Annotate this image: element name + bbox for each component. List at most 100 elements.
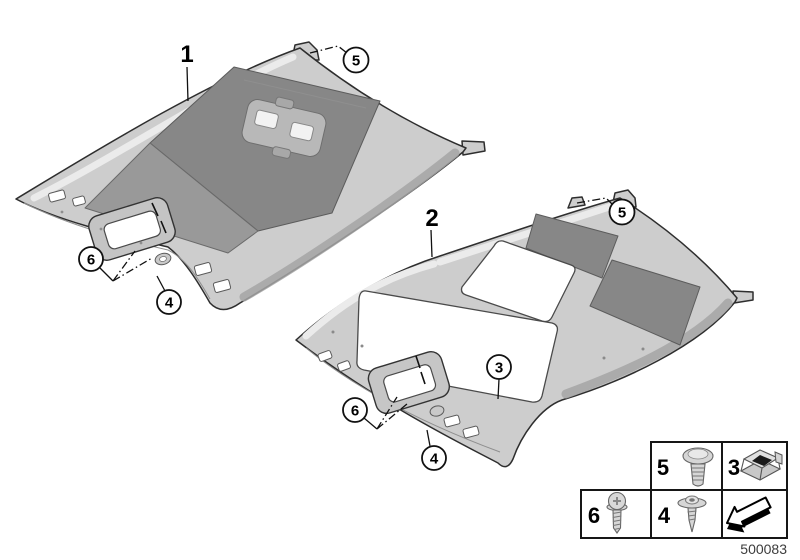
callout3-leader [497,378,500,400]
headlining-panel-2[interactable] [295,189,754,468]
handle-recess [212,279,232,293]
callout4b-circle[interactable] [421,445,447,471]
legend-cell-3-number: 3 [728,455,740,480]
clip-tab [774,451,783,465]
part2-label[interactable]: 2 [425,205,438,232]
callout-3-panel2[interactable]: 3 [486,354,512,400]
callout6a-circle[interactable] [78,246,104,272]
legend-cell-6-number: 6 [588,503,600,528]
handle-frame-opening [383,364,437,403]
callout4a-number: 4 [165,295,174,312]
callout6a-leader-solid [98,266,114,282]
rivet-ribs [691,467,705,481]
expanding-rivet-washer-icon [677,495,707,533]
module-tab-bottom [271,146,292,159]
panel1-roof-module [241,96,327,159]
callout5b-leader [576,197,613,205]
handle-recess [443,414,461,428]
visor-mount [337,360,351,372]
panel1-sunroof-glass [149,66,381,232]
panel1-grab-handle-frame [88,197,176,261]
lamp-recess-center [159,256,167,262]
module-window-right [289,121,314,142]
callout-part-1[interactable]: 1 [180,41,194,102]
panel2-clip-tab [567,196,586,209]
panel1-front-band-line [23,202,211,300]
callout6b-leader-dash [376,396,408,430]
callout5b-circle[interactable] [608,198,636,226]
screw-phillips-slot [613,497,621,505]
callout6b-circle[interactable] [342,397,368,423]
visor-mount [317,350,333,362]
callout-6-panel2[interactable]: 6 [342,396,408,430]
panel2-grab-handle-frame [367,350,451,415]
visor-mount [72,195,86,207]
callout5b-number: 5 [618,205,626,222]
rivet-center-hole [689,498,695,502]
legend-cell-3[interactable]: 3 [721,441,788,491]
panel1-edge-highlight [30,53,297,202]
part2-leader-line [430,229,433,258]
panel2-rear-dark-panel-right [589,259,701,346]
tapping-screw-icon [606,491,628,534]
rivet-hole-mark [60,210,64,214]
callout-6-panel1[interactable]: 6 [78,246,153,282]
callout4a-circle[interactable] [156,289,182,315]
callout4a-leader [156,275,166,292]
rivet-head-top [687,448,709,460]
handle-frame-opening [103,210,162,250]
callout-4-panel2[interactable]: 4 [421,429,447,471]
callout-5-panel2[interactable]: 5 [576,197,636,226]
visor-mount [48,189,66,203]
legend-cell-6[interactable]: 6 [580,489,652,539]
legend-cell-5-box[interactable] [650,441,723,491]
panel2-rear-dark-panel-top [525,213,619,279]
rivet-hole-mark [641,347,645,351]
module-tab-top [274,96,295,110]
rivet-ribs [687,510,697,521]
panel1-edge-shade [239,148,460,302]
headlining-panel-1[interactable] [15,41,486,311]
fastener-legend-table: 5 3 6 [580,441,788,539]
part1-label[interactable]: 1 [180,41,193,68]
clip-slot [752,455,772,466]
panel1-front-band-details [48,189,232,293]
panel2-front-band-details [317,330,645,439]
expanding-rivet-icon [682,447,714,487]
callout6b-number: 6 [351,403,359,420]
callout6a-number: 6 [87,252,95,269]
rivet-hole-mark [360,344,364,348]
panel2-fastener-ticks [415,355,426,385]
callout6b-leader-solid [363,417,378,430]
screw-threads [612,511,622,530]
callout-5-panel1[interactable]: 5 [309,45,370,74]
rivet-hole-mark [331,330,335,334]
callout3-number: 3 [495,360,503,377]
arrow-top-face [726,496,772,528]
panel1-glass-seamline [243,79,367,109]
module-window-left [254,109,279,130]
callout6a-leader-dash [112,250,153,282]
legend-cell-5[interactable]: 5 [650,441,723,491]
callout4b-leader [426,429,431,447]
callout3-circle[interactable] [486,354,512,380]
callout5a-circle[interactable] [342,46,370,74]
rivet-hole-mark [99,227,103,231]
handle-recess [462,425,480,439]
handle-recess [193,262,213,276]
legend-cell-5-number: 5 [657,455,669,480]
legend-cell-arrow[interactable] [721,489,788,539]
panel1-front-shade [84,142,259,254]
callout-4-panel1[interactable]: 4 [156,275,182,315]
panel2-edge-shade [561,298,733,399]
lamp-recess [429,405,445,417]
callout-part-2[interactable]: 2 [425,205,439,258]
part1-leader-line [186,66,189,102]
direction-of-travel-arrow-icon [726,496,772,533]
legend-cell-4[interactable]: 4 [650,489,723,539]
panel2-edge-highlight [302,202,616,340]
callout5a-number: 5 [352,53,360,70]
rivet-hole-mark [602,356,606,360]
